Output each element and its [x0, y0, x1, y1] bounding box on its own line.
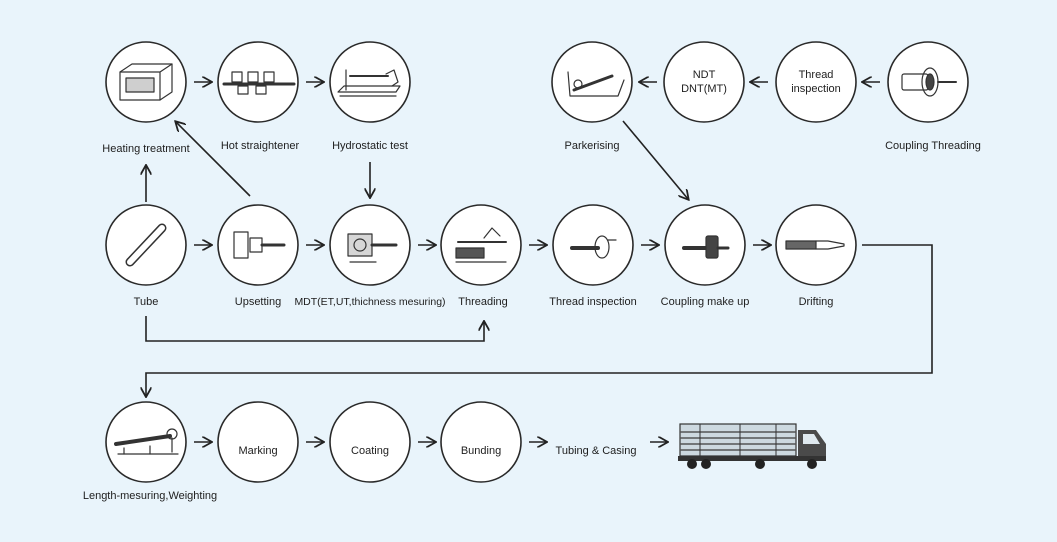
node-marking	[217, 401, 299, 483]
node-thread-inspection-top	[775, 41, 857, 123]
tube-icon	[125, 223, 167, 267]
parkerising-tank-icon	[567, 71, 625, 97]
ndt-machine-icon	[347, 233, 398, 263]
label-marking: Marking	[238, 445, 278, 457]
label-hydrostatic-test: Hydrostatic test	[332, 140, 408, 152]
node-bunding	[440, 401, 522, 483]
drift-mandrel-icon	[785, 240, 845, 250]
upsetting-press-icon	[233, 231, 286, 259]
label-tubing-casing: Tubing & Casing	[555, 445, 637, 457]
straightener-icon	[222, 71, 296, 95]
label-heating-treatment: Heating treatment	[102, 143, 190, 155]
node-coating	[329, 401, 411, 483]
label-drifting: Drifting	[798, 296, 834, 308]
threading-machine-icon	[455, 227, 507, 263]
node-upsetting	[217, 204, 299, 286]
arrow-upsetting-to-heating	[176, 122, 251, 197]
label-mdt: MDT(ET,UT,thichness mesuring)	[294, 296, 446, 308]
node-thread-inspection	[552, 204, 634, 286]
ndt-inner-text: NDT DNT(MT)	[681, 68, 727, 96]
truck-icon	[678, 423, 826, 469]
label-upsetting: Upsetting	[234, 296, 282, 308]
coupling-icon	[682, 235, 730, 259]
coupling-threading-icon	[901, 67, 957, 97]
thread-inspection-top-inner-text: Thread inspection	[791, 68, 841, 96]
connectors	[145, 82, 933, 442]
thread-inspection-top-line-2: inspection	[791, 83, 841, 95]
label-coupling-make-up: Coupling make up	[660, 296, 750, 308]
label-coupling-threading: Coupling Threading	[885, 140, 981, 152]
node-threading	[440, 204, 522, 286]
label-threading: Threading	[458, 296, 508, 308]
label-parkerising: Parkerising	[564, 140, 620, 152]
label-coating: Coating	[351, 445, 389, 457]
label-hot-straightener: Hot straightener	[220, 140, 300, 152]
arrow-drifting-to-length-measuring	[146, 244, 933, 396]
furnace-icon	[119, 63, 173, 101]
node-hydrostatic-test	[329, 41, 411, 123]
label-length-measuring: Length-mesuring,Weighting	[82, 490, 218, 502]
hydrostatic-tester-icon	[337, 69, 401, 97]
label-thread-inspection: Thread inspection	[549, 296, 637, 308]
label-bunding: Bunding	[460, 445, 502, 457]
ndt-line-2: DNT(MT)	[681, 83, 727, 95]
measuring-station-icon	[114, 428, 179, 455]
thread-inspection-top-line-1: Thread	[798, 69, 834, 81]
ndt-line-1: NDT	[692, 69, 716, 81]
nodes	[105, 41, 969, 483]
node-coupling-make-up	[664, 204, 746, 286]
thread-gauge-icon	[570, 235, 617, 259]
node-length-measuring	[105, 401, 187, 483]
label-tube: Tube	[133, 296, 159, 308]
arrow-tube-bypass-to-threading	[145, 316, 484, 342]
arrow-parkerising-to-coupling-make-up	[622, 120, 688, 199]
node-ndt	[663, 41, 745, 123]
